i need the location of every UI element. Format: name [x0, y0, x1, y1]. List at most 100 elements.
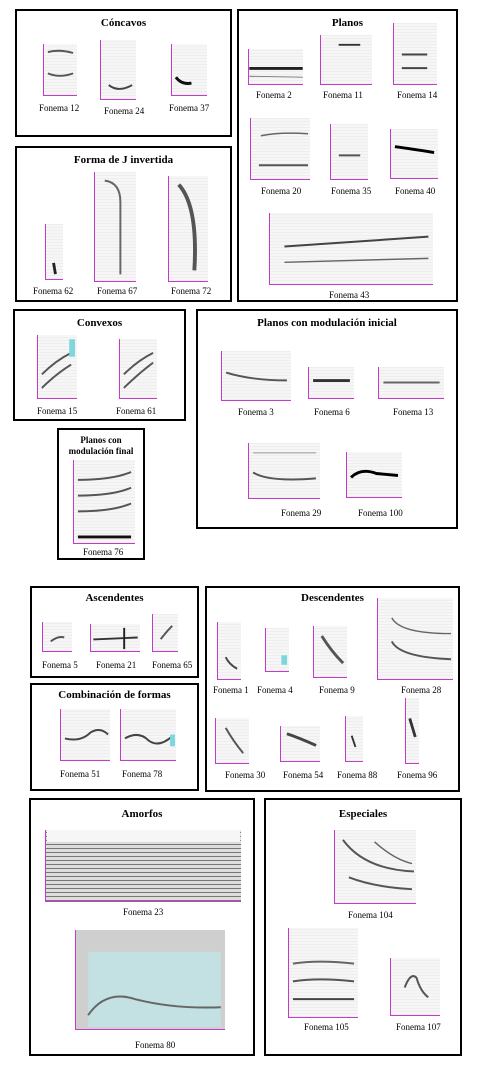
- fonema-label: Fonema 20: [261, 186, 302, 196]
- group-combinacion: Combinación de formas Fonema 51 Fonema 7…: [30, 683, 199, 791]
- group-planos: Planos Fonema 2 Fonema 11 Fonema 14 Fone…: [237, 9, 458, 302]
- spectrogram: [313, 626, 347, 678]
- spectrogram: [215, 718, 249, 764]
- spectrogram: [75, 930, 225, 1030]
- group-concavos: Cóncavos Fonema 12 Fonema 24 Fonema 37: [15, 9, 232, 137]
- group-amorfos: Amorfos Fonema 23 Fonema 80: [29, 798, 255, 1056]
- group-title: Especiales: [338, 808, 388, 820]
- fonema-label: Fonema 14: [397, 90, 438, 100]
- spectrogram: [94, 172, 136, 282]
- spectrogram: [393, 23, 437, 85]
- spectrogram: [42, 622, 72, 652]
- group-title: Combinación de formas: [58, 689, 171, 701]
- spectrogram: [37, 335, 77, 399]
- spectrogram: [346, 452, 402, 498]
- group-j-invertida: Forma de J invertida Fonema 62 Fonema 67…: [15, 146, 232, 302]
- group-descendentes: Descendentes Fonema 1 Fonema 4 Fonema 9 …: [205, 586, 460, 792]
- spectrogram: [248, 443, 320, 499]
- fonema-label: Fonema 28: [401, 685, 442, 695]
- group-title: Amorfos: [121, 808, 163, 820]
- fonema-label: Fonema 1: [213, 685, 249, 695]
- fonema-label: Fonema 13: [393, 407, 434, 417]
- group-title: Descendentes: [301, 592, 364, 604]
- spectrogram: [280, 726, 320, 762]
- fonema-label: Fonema 67: [97, 286, 138, 296]
- fonema-label: Fonema 96: [397, 770, 438, 780]
- spectrogram: [73, 460, 135, 544]
- group-title: Convexos: [76, 317, 123, 329]
- fonema-label: Fonema 72: [171, 286, 212, 296]
- fonema-label: Fonema 5: [42, 660, 78, 670]
- spectrogram: [119, 339, 157, 399]
- fonema-label: Fonema 105: [304, 1022, 349, 1032]
- spectrogram: [152, 614, 178, 652]
- fonema-label: Fonema 40: [395, 186, 436, 196]
- spectrogram: [217, 622, 241, 680]
- spectrogram: [250, 118, 310, 180]
- spectrogram: [320, 35, 372, 85]
- fonema-label: Fonema 51: [60, 769, 101, 779]
- fonema-label: Fonema 30: [225, 770, 266, 780]
- spectrogram: [100, 40, 136, 100]
- spectrogram: [390, 958, 440, 1016]
- fonema-label: Fonema 76: [83, 547, 124, 557]
- group-planos-mod-final: Planos con modulación final Fonema 76: [57, 428, 145, 560]
- fonema-label: Fonema 12: [39, 103, 80, 113]
- spectrogram: [378, 367, 444, 399]
- fonema-label: Fonema 54: [283, 770, 324, 780]
- spectrogram: [269, 213, 433, 285]
- group-title: Forma de J invertida: [73, 154, 174, 166]
- fonema-label: Fonema 21: [96, 660, 137, 670]
- fonema-label: Fonema 43: [329, 290, 370, 300]
- fonema-label: Fonema 107: [396, 1022, 441, 1032]
- fonema-label: Fonema 37: [169, 103, 210, 113]
- spectrogram: [248, 49, 303, 85]
- group-convexos: Convexos Fonema 15 Fonema 61: [13, 309, 186, 421]
- group-especiales: Especiales Fonema 104 Fonema 105 Fonema …: [264, 798, 462, 1056]
- spectrogram: [288, 928, 358, 1018]
- group-title: Ascendentes: [85, 592, 144, 604]
- spectrogram: [334, 830, 416, 904]
- fonema-label: Fonema 100: [358, 508, 403, 518]
- fonema-label: Fonema 3: [238, 407, 274, 417]
- fonema-label: Fonema 15: [37, 406, 78, 416]
- fonema-label: Fonema 80: [135, 1040, 176, 1050]
- spectrogram: [308, 367, 354, 399]
- spectrogram: [168, 176, 208, 282]
- fonema-label: Fonema 35: [331, 186, 372, 196]
- fonema-label: Fonema 62: [33, 286, 74, 296]
- fonema-label: Fonema 23: [123, 907, 164, 917]
- spectrogram: [171, 44, 207, 96]
- group-title: Planos: [331, 17, 364, 29]
- spectrogram: [43, 44, 77, 96]
- spectrogram: [90, 624, 140, 652]
- fonema-label: Fonema 2: [256, 90, 292, 100]
- spectrogram: [45, 224, 63, 280]
- fonema-label: Fonema 29: [281, 508, 322, 518]
- group-title-line2: modulación final: [68, 446, 134, 456]
- group-ascendentes: Ascendentes Fonema 5 Fonema 21 Fonema 65: [30, 586, 199, 678]
- fonema-label: Fonema 61: [116, 406, 157, 416]
- fonema-label: Fonema 24: [104, 106, 145, 116]
- group-title-line1: Planos con: [80, 435, 122, 445]
- spectrogram: [330, 124, 368, 180]
- group-title: Planos con modulación inicial: [257, 317, 397, 329]
- fonema-label: Fonema 4: [257, 685, 293, 695]
- spectrogram: [120, 709, 176, 761]
- fonema-label: Fonema 104: [348, 910, 393, 920]
- fonema-label: Fonema 9: [319, 685, 355, 695]
- spectrogram: [265, 628, 289, 672]
- spectrogram: [377, 598, 453, 680]
- fonema-label: Fonema 88: [337, 770, 378, 780]
- spectrogram: [390, 129, 438, 179]
- spectrogram: [345, 716, 363, 762]
- spectrogram: [405, 698, 419, 764]
- fonema-label: Fonema 78: [122, 769, 163, 779]
- fonema-label: Fonema 11: [323, 90, 363, 100]
- fonema-label: Fonema 65: [152, 660, 193, 670]
- group-planos-mod-inicial: Planos con modulación inicial Fonema 3 F…: [196, 309, 458, 529]
- group-title: Cóncavos: [100, 17, 147, 29]
- fonema-label: Fonema 6: [314, 407, 350, 417]
- spectrogram: [60, 709, 110, 761]
- spectrogram: [221, 351, 291, 401]
